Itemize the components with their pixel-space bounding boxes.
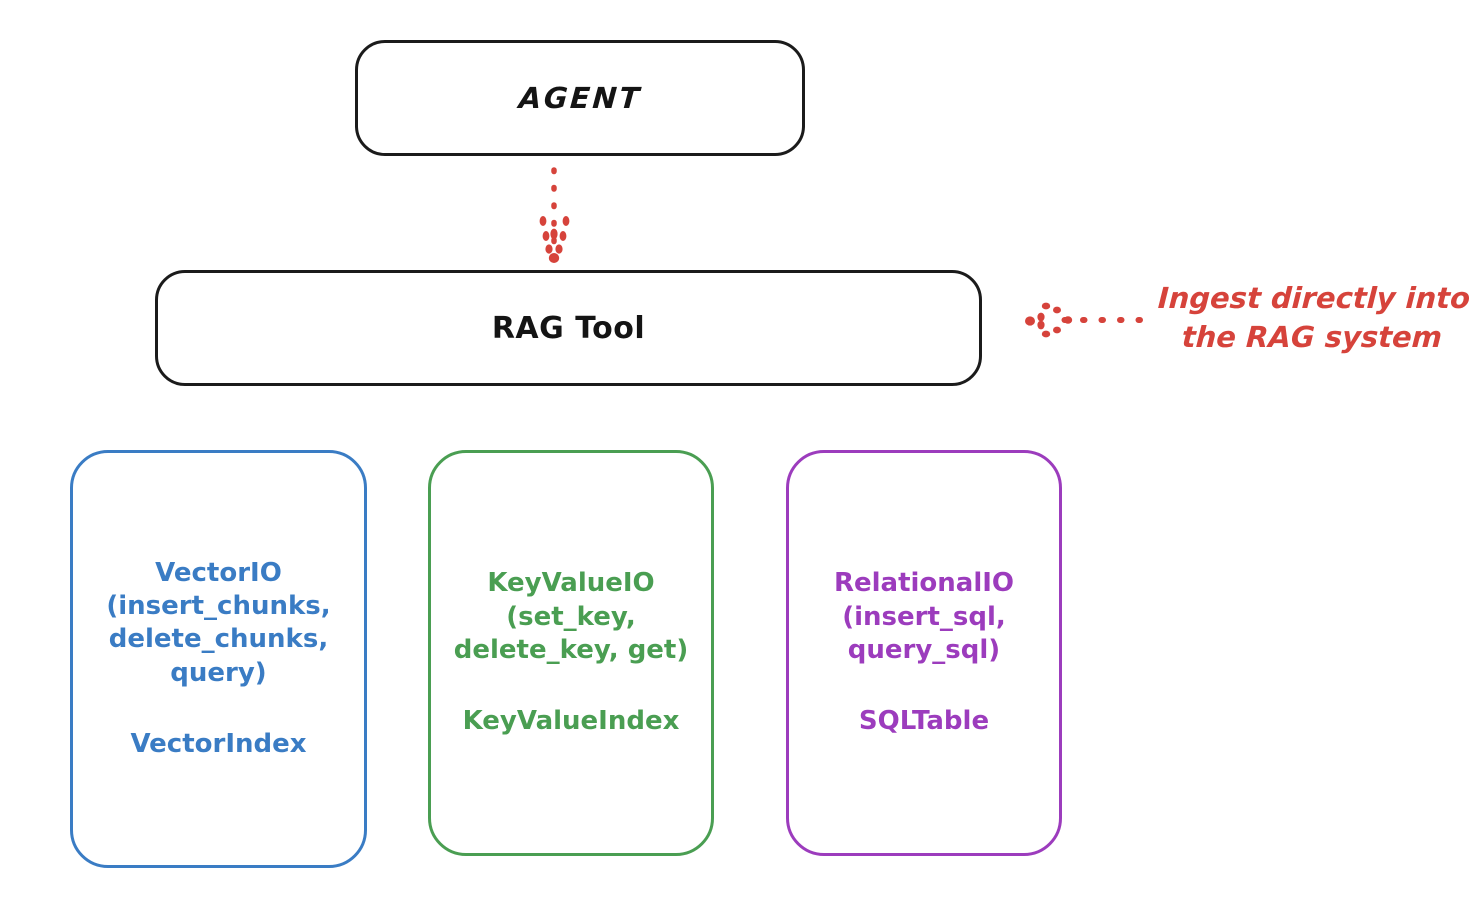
agent-node[interactable]: AGENT [355,40,805,156]
ingest-annotation-line-2: the RAG system [1181,319,1443,354]
rag-tool-node[interactable]: RAG Tool [155,270,982,386]
key-value-io-implementation: KeyValueIndex [462,706,680,737]
agent-node-label: AGENT [517,81,643,115]
relational-io-signature: RelationalIO (insert_sql, query_sql) [833,568,1015,665]
connector-ingest-to-ragtool [1025,302,1143,338]
relational-io-implementation: SQLTable [858,706,990,737]
ingest-annotation: Ingest directly into the RAG system [1146,279,1480,356]
rag-tool-node-label: RAG Tool [491,310,646,346]
vector-io-signature: VectorIO (insert_chunks, delete_chunks, … [106,557,331,688]
connector-agent-to-ragtool [539,167,570,263]
ingest-annotation-line-1: Ingest directly into [1157,281,1471,315]
key-value-io-node[interactable]: KeyValueIO (set_key, delete_key, get) Ke… [428,450,714,856]
relational-io-node[interactable]: RelationalIO (insert_sql, query_sql) SQL… [786,450,1062,856]
key-value-io-signature: KeyValueIO (set_key, delete_key, get) [453,568,689,665]
vector-io-implementation: VectorIndex [130,728,307,759]
vector-io-node[interactable]: VectorIO (insert_chunks, delete_chunks, … [70,450,367,868]
